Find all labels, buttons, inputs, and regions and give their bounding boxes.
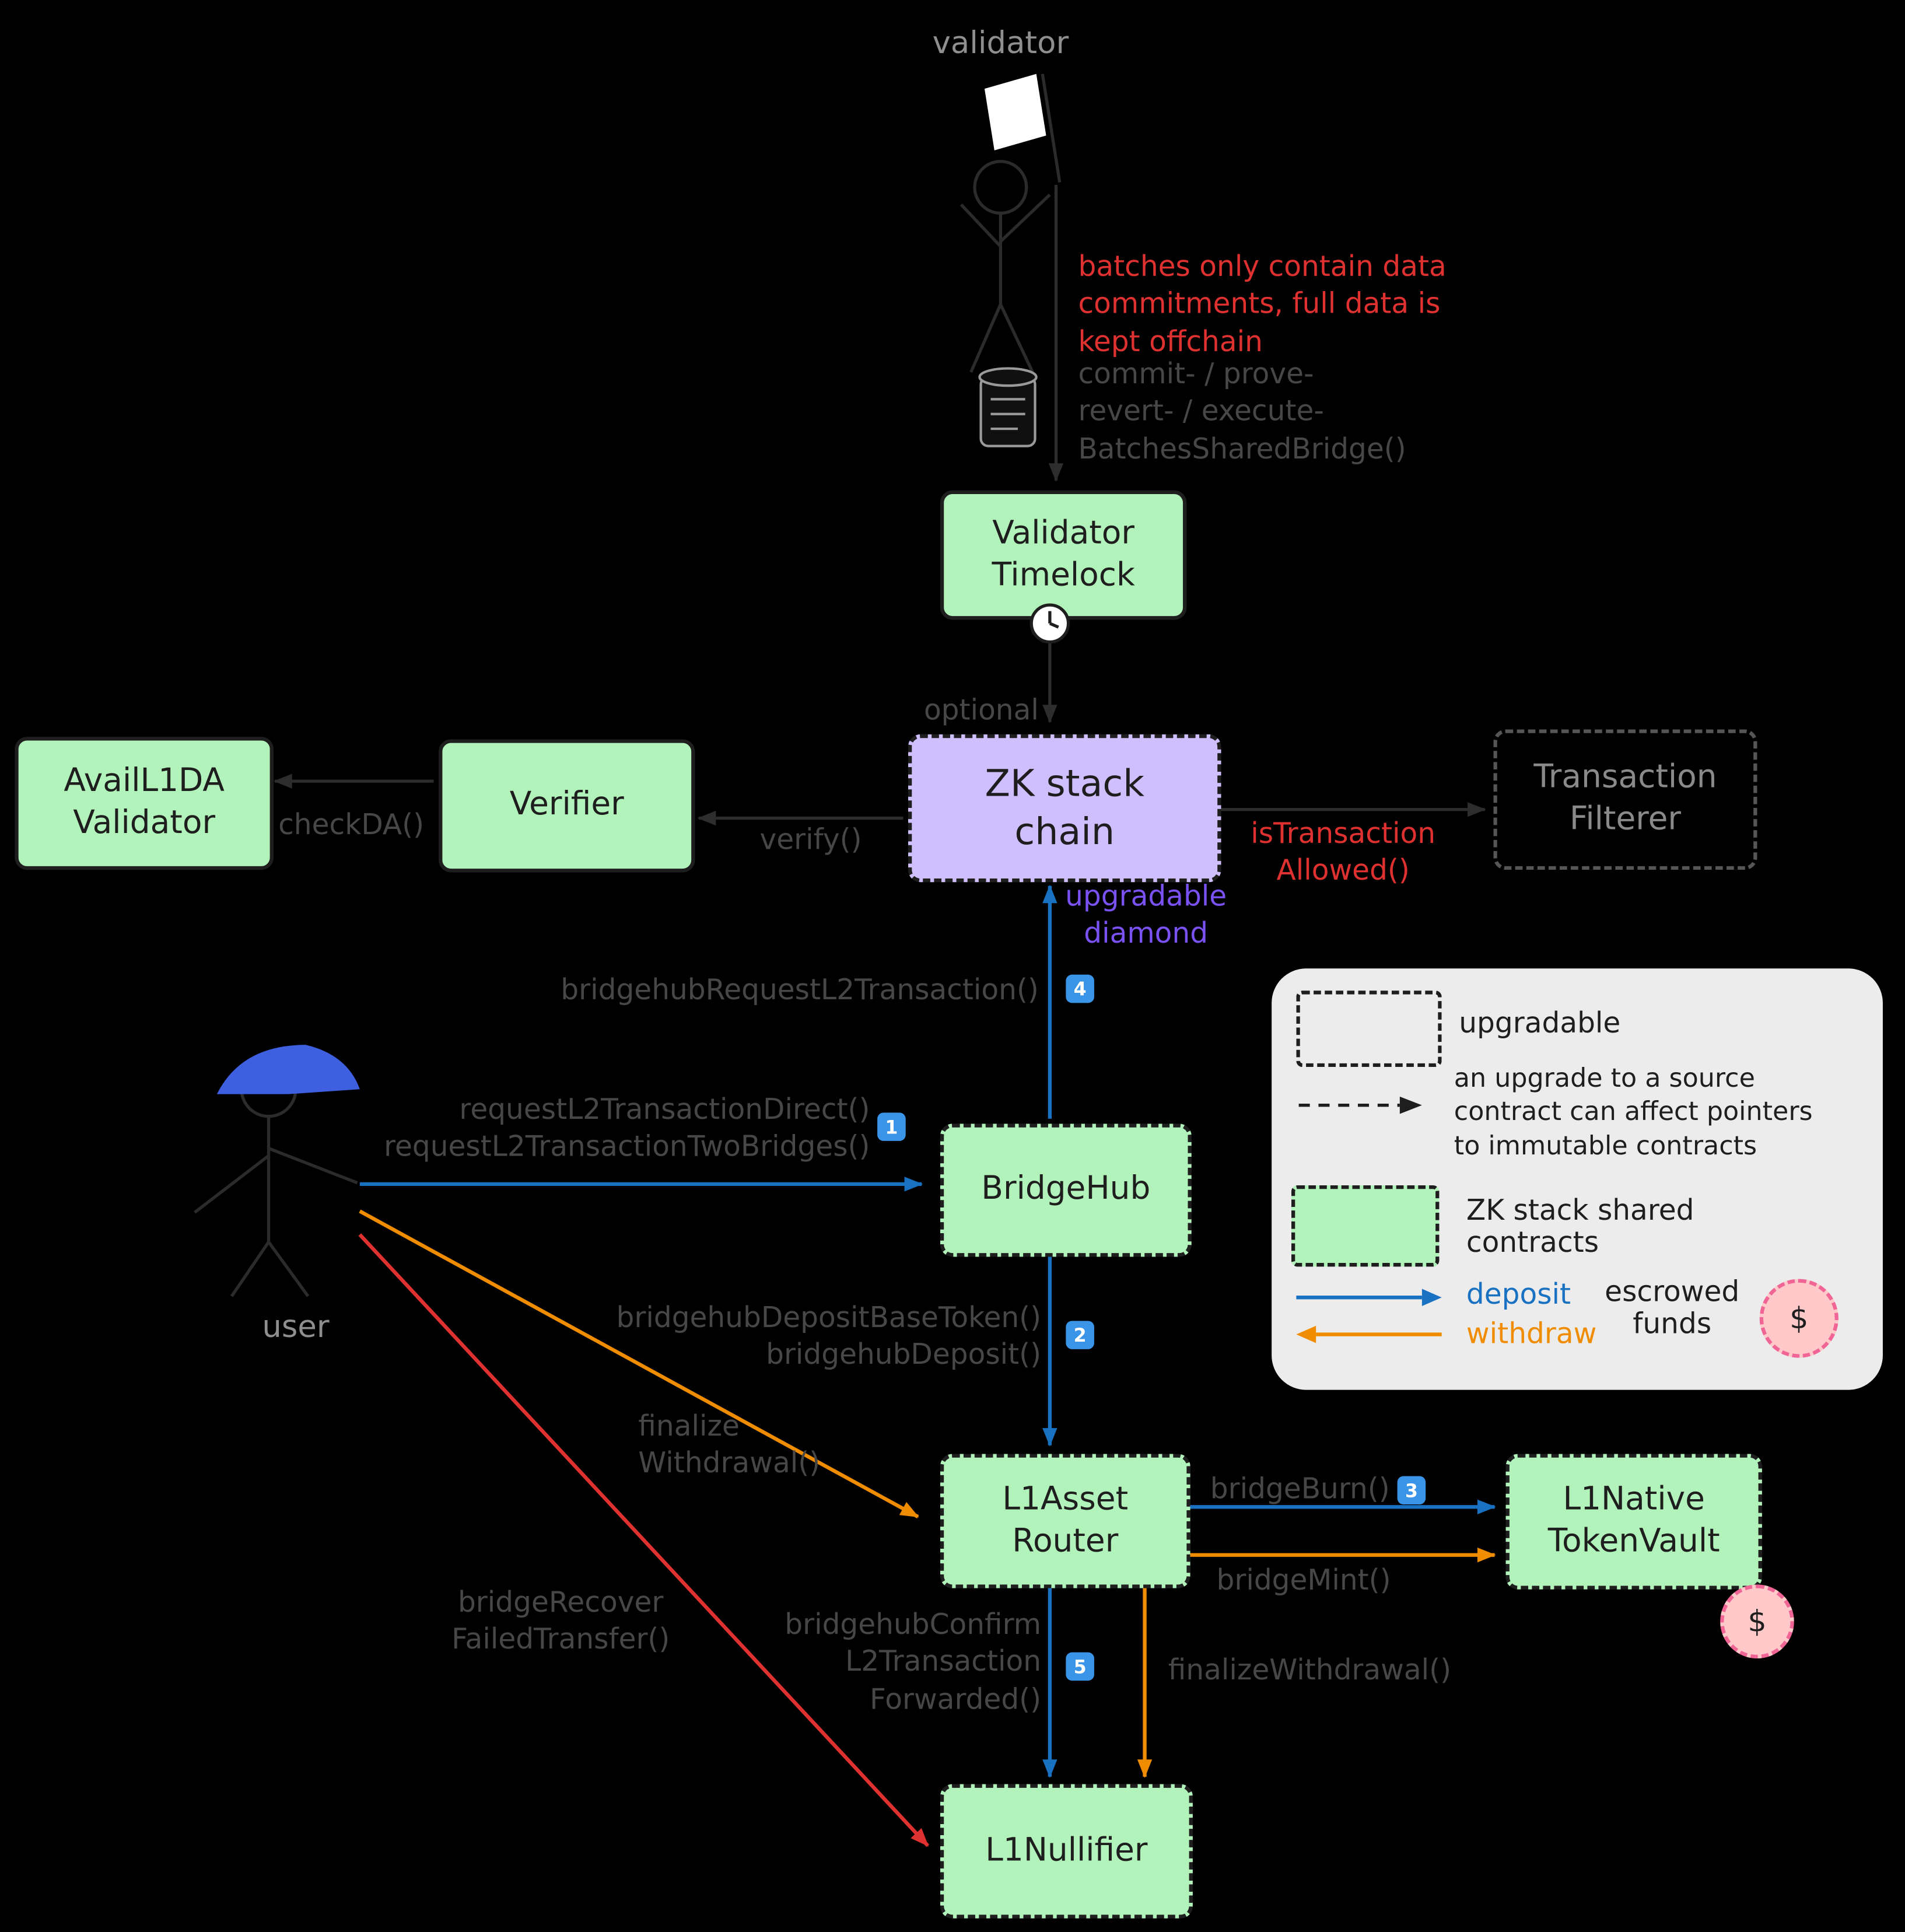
clock-icon	[1029, 603, 1070, 644]
edge-label-verify: verify()	[759, 824, 862, 857]
user-label: user	[262, 1308, 330, 1345]
note-commit-functions: commit- / prove- revert- / execute- Batc…	[1078, 358, 1406, 466]
node-bridgehub-label: BridgeHub	[981, 1170, 1151, 1208]
edge-label-request-l2-transaction: requestL2TransactionDirect() requestL2Tr…	[384, 1094, 870, 1164]
edge-label-bridgehub-confirm: bridgehubConfirm L2Transaction Forwarded…	[785, 1609, 1042, 1716]
user-cap-icon	[216, 1045, 360, 1094]
legend-dashed-arrow-icon	[1298, 1096, 1422, 1114]
validator-figure	[959, 74, 1062, 373]
node-zk-stack-chain-label: ZK stack chain	[985, 762, 1144, 854]
step-badge-3: 3	[1397, 1476, 1426, 1505]
filterer-optional-label: optional	[923, 695, 1039, 727]
node-l1-nullifier-label: L1Nullifier	[985, 1832, 1148, 1869]
node-validator-timelock: Validator Timelock	[940, 490, 1187, 620]
dollar-sign: $	[1748, 1604, 1767, 1639]
step-badge-1: 1	[877, 1112, 906, 1141]
node-l1-nullifier: L1Nullifier	[940, 1784, 1193, 1919]
note-upgradable-diamond: upgradable diamond	[1065, 881, 1227, 951]
node-bridgehub: BridgeHub	[940, 1124, 1192, 1257]
step-badge-4: 4	[1066, 974, 1094, 1003]
node-transaction-filterer: Transaction Filterer	[1493, 729, 1757, 870]
legend-escrowed-icon: $	[1759, 1279, 1839, 1358]
validator-flag-icon	[984, 74, 1046, 150]
node-l1-native-token-vault-label: L1Native TokenVault	[1547, 1481, 1720, 1560]
node-l1-asset-router: L1Asset Router	[940, 1454, 1190, 1588]
edge-label-bridgehub-deposit: bridgehubDepositBaseToken() bridgehubDep…	[616, 1302, 1042, 1372]
node-verifier-label: Verifier	[509, 786, 624, 824]
node-avail-l1da-validator-label: AvailL1DA Validator	[64, 762, 225, 842]
node-l1-asset-router-label: L1Asset Router	[1002, 1480, 1129, 1560]
legend-shared-swatch	[1291, 1185, 1440, 1267]
node-verifier: Verifier	[439, 739, 695, 873]
node-validator-timelock-label: Validator Timelock	[992, 514, 1135, 594]
node-avail-l1da-validator: AvailL1DA Validator	[15, 737, 274, 870]
node-zk-stack-chain: ZK stack chain	[908, 734, 1221, 883]
legend-shared-label: ZK stack shared contracts	[1466, 1195, 1694, 1259]
legend-deposit-label: deposit	[1466, 1279, 1571, 1311]
edge-label-bridgehub-request: bridgehubRequestL2Transaction()	[561, 974, 1039, 1007]
legend-upgrade-note: an upgrade to a source contract can affe…	[1454, 1063, 1813, 1160]
legend-upgradable-swatch	[1296, 991, 1442, 1068]
arrow-user-to-nullifier-red	[358, 1233, 930, 1847]
edge-label-bridge-recover: bridgeRecover FailedTransfer()	[451, 1587, 670, 1657]
edge-label-finalize-withdrawal-router: finalizeWithdrawal()	[1168, 1654, 1452, 1687]
edge-label-bridge-mint: bridgeMint()	[1216, 1564, 1391, 1597]
user-figure	[194, 1045, 360, 1297]
legend-escrowed-label: escrowed funds	[1605, 1276, 1740, 1341]
node-transaction-filterer-label: Transaction Filterer	[1533, 759, 1717, 838]
edge-label-bridge-burn: bridgeBurn()	[1210, 1474, 1390, 1506]
note-batches-offchain: batches only contain data commitments, f…	[1078, 251, 1447, 359]
legend-withdraw-label: withdraw	[1466, 1318, 1597, 1351]
edge-label-finalize-withdrawal-user: finalize Withdrawal()	[638, 1410, 821, 1480]
edge-label-is-transaction-allowed: isTransaction Allowed()	[1251, 818, 1436, 888]
legend-upgradable-label: upgradable	[1459, 1007, 1621, 1040]
dollar-sign: $	[1790, 1301, 1809, 1336]
step-badge-2: 2	[1066, 1321, 1094, 1349]
edge-label-checkda: checkDA()	[278, 809, 425, 842]
scroll-icon	[978, 367, 1038, 447]
legend-panel: upgradable an upgrade to a source contra…	[1272, 968, 1883, 1390]
step-badge-5: 5	[1066, 1652, 1094, 1681]
validator-label: validator	[932, 24, 1069, 61]
node-l1-native-token-vault: L1Native TokenVault	[1505, 1454, 1762, 1590]
legend-deposit-arrow-icon	[1296, 1289, 1442, 1306]
escrowed-funds-icon-vault: $	[1720, 1584, 1794, 1659]
legend-withdraw-arrow-icon	[1296, 1325, 1442, 1343]
arrow-user-to-router-orange	[359, 1209, 919, 1518]
